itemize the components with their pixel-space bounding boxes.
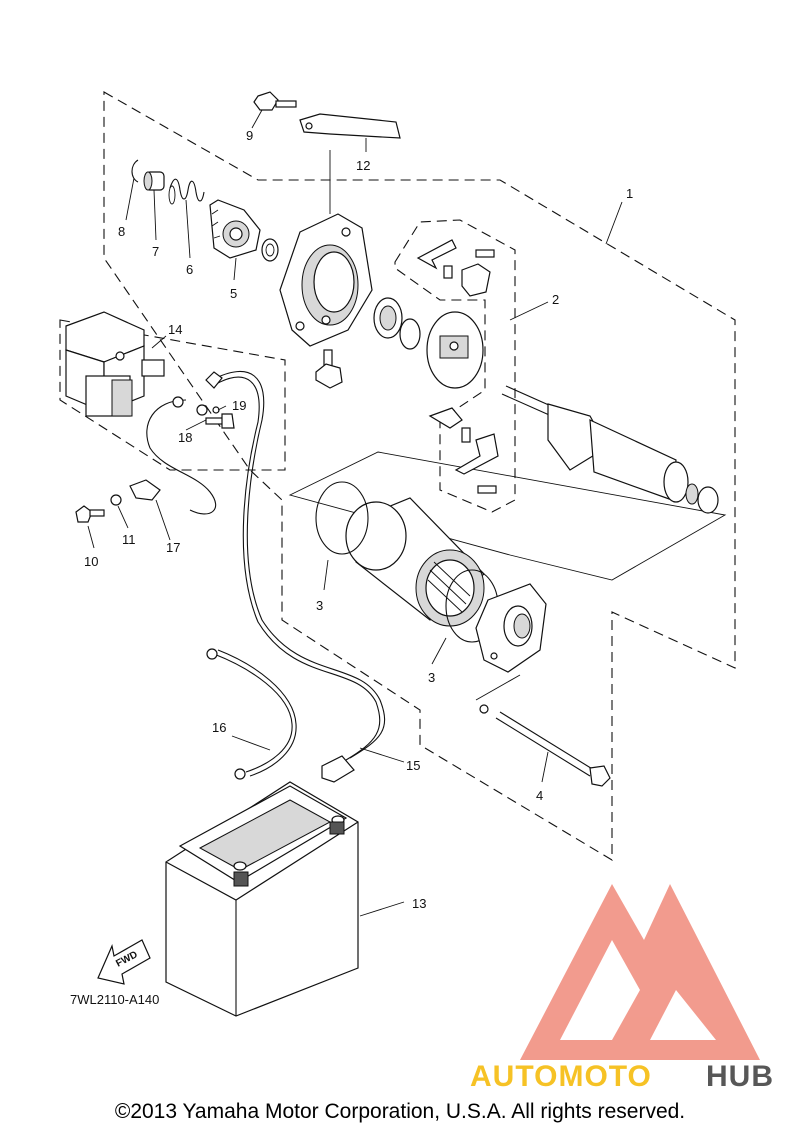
callout-5: 5 (230, 286, 237, 301)
callout-9: 9 (246, 128, 253, 143)
callout-6: 6 (186, 262, 193, 277)
rear-cover (475, 583, 547, 673)
armature (501, 385, 699, 505)
front-cover (279, 213, 373, 347)
watermark-text-primary: AUTOMOTO (470, 1060, 652, 1093)
callout-10: 10 (84, 554, 98, 569)
terminal-stud (315, 349, 343, 389)
washer-11 (110, 494, 122, 506)
watermark-text-secondary: HUB (706, 1060, 774, 1093)
washer-19 (196, 404, 220, 416)
yoke-frame (288, 451, 727, 581)
callout-12: 12 (356, 158, 370, 173)
callout-15: 15 (406, 758, 420, 773)
starter-assembly-outline (103, 91, 736, 861)
starter-lead-15 (205, 370, 386, 783)
diagram-code: 7WL2110-A140 (70, 992, 159, 1007)
bolt-9 (253, 91, 297, 111)
callout-19: 19 (232, 398, 246, 413)
watermark-logo: AUTOMOTO HUB (470, 884, 774, 1093)
brush-holder-top (416, 239, 495, 297)
battery-13 (165, 781, 359, 1017)
bushing-7 (143, 171, 165, 191)
screw-10 (75, 505, 105, 523)
callout-17: 17 (166, 540, 180, 555)
callouts: 1 2 3 3 4 5 6 7 8 9 10 11 12 13 14 15 16… (84, 128, 633, 911)
callout-1: 1 (626, 186, 633, 201)
circlip-8 (131, 159, 139, 183)
brush-holder-bottom (428, 407, 499, 494)
callout-3a: 3 (316, 598, 323, 613)
callout-2: 2 (552, 292, 559, 307)
armature-washer (697, 486, 719, 514)
clutch-gear-5 (209, 199, 261, 259)
callout-3b: 3 (428, 670, 435, 685)
callout-4: 4 (536, 788, 543, 803)
bracket-12 (299, 113, 401, 139)
callout-16: 16 (212, 720, 226, 735)
callout-18: 18 (178, 430, 192, 445)
washer (261, 238, 279, 262)
leader-lines (87, 109, 623, 917)
relay-harness-outline (59, 319, 286, 471)
callout-13: 13 (412, 896, 426, 911)
o-ring (399, 318, 421, 350)
callout-7: 7 (152, 244, 159, 259)
bearing (373, 297, 403, 339)
spring-6 (168, 178, 205, 205)
battery-lead-16 (206, 648, 297, 780)
callout-11: 11 (122, 532, 136, 547)
relay-14 (65, 311, 165, 417)
yoke (345, 497, 485, 627)
watermark-triangle-icon (520, 884, 760, 1060)
long-bolt-4 (479, 704, 611, 787)
callout-8: 8 (118, 224, 125, 239)
harness-17 (129, 396, 217, 515)
callout-14: 14 (168, 322, 182, 337)
brush-holder-outline (394, 219, 516, 513)
copyright-notice: ©2013 Yamaha Motor Corporation, U.S.A. A… (114, 1100, 686, 1123)
fwd-arrow-icon: FWD (97, 939, 151, 985)
brush-plate (426, 311, 484, 389)
o-ring-3a (315, 481, 369, 555)
bolt-18 (205, 413, 235, 429)
